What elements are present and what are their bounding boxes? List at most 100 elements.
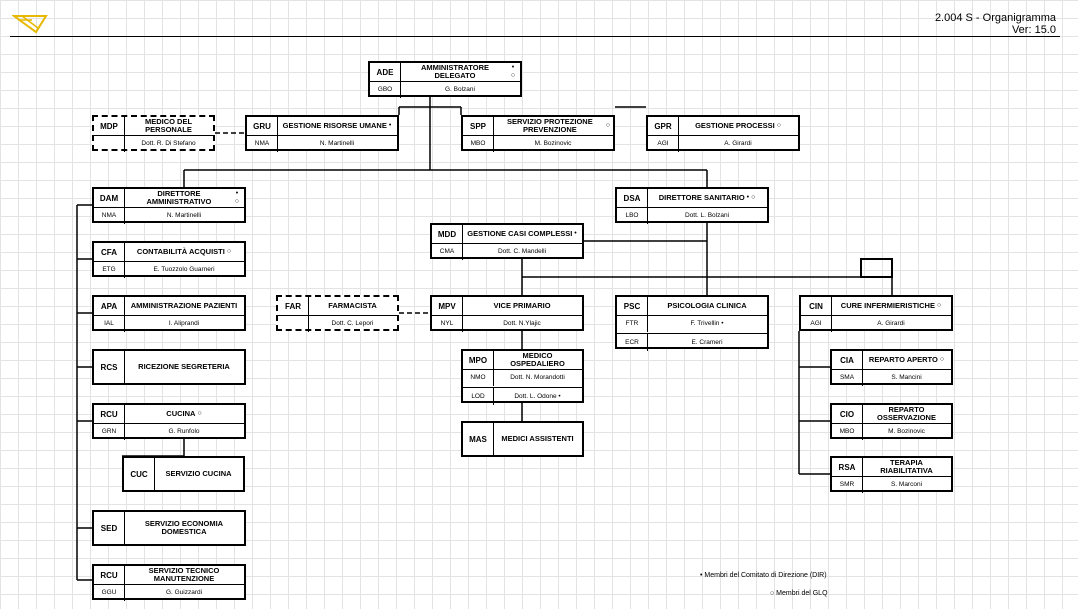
- unit-code: RCU: [94, 566, 125, 585]
- unit-member-row: Dott. C. Lepori: [278, 315, 397, 333]
- unit-title-text: REPARTO OSSERVAZIONE: [877, 405, 936, 422]
- unit-title: MEDICO OSPEDALIERO: [493, 351, 582, 370]
- member-code: [278, 315, 309, 332]
- member-code: SMA: [832, 369, 863, 386]
- unit-title-text: MEDICO OSPEDALIERO: [510, 351, 565, 368]
- member-code: LBO: [617, 207, 648, 224]
- unit-markers: ○: [776, 122, 781, 129]
- member-code: GGU: [94, 584, 125, 601]
- unit-title: TERAPIA RIABILITATIVA: [862, 458, 951, 477]
- unit-title-text: SERVIZIO PROTEZIONE PREVENZIONE: [507, 117, 593, 134]
- member-name: E. Tuozzolo Guarneri: [153, 266, 215, 273]
- unit-code: CIN: [801, 297, 832, 316]
- unit-code: MDP: [94, 117, 125, 136]
- unit-title-text: MEDICI ASSISTENTI: [501, 434, 574, 443]
- unit-markers: ○: [939, 356, 945, 363]
- unit-markers: ○: [226, 248, 232, 255]
- member-name: F. Trivellin •: [690, 320, 724, 327]
- member-name: G. Bolzani: [445, 86, 475, 93]
- unit-member-row: MBO M. Bozinovic: [832, 423, 951, 441]
- unit-code: APA: [94, 297, 125, 316]
- unit-title-text: CONTABILITÀ ACQUISTI: [136, 247, 225, 256]
- member-code: NYL: [432, 315, 463, 332]
- member-code: GRN: [94, 423, 125, 440]
- unit-title: RICEZIONE SEGRETERIA: [124, 351, 244, 383]
- unit-markers: ○: [605, 122, 610, 129]
- unit-code: MPO: [463, 351, 494, 370]
- unit-code: CFA: [94, 243, 125, 262]
- company-logo-icon: [10, 12, 48, 39]
- unit-code: GPR: [648, 117, 679, 136]
- member-name: E. Crameri: [691, 339, 723, 346]
- member-code: NMA: [247, 135, 278, 152]
- unit-title: DIRETTORE AMMINISTRATIVO• ○: [124, 189, 244, 208]
- unit-title: MEDICO DEL PERSONALE: [124, 117, 213, 136]
- unit-code: CUC: [124, 458, 155, 490]
- unit-code: DAM: [94, 189, 125, 208]
- unit-title: CUCINA○: [124, 405, 244, 424]
- member-name: Dott. C. Lepori: [331, 320, 374, 327]
- member-code: ECR: [617, 334, 648, 351]
- unit-title-text: RICEZIONE SEGRETERIA: [138, 362, 230, 371]
- member-name: M. Bozinovic: [534, 140, 572, 147]
- unit-title-text: GESTIONE RISORSE UMANE: [282, 121, 387, 130]
- unit-title: GESTIONE CASI COMPLESSI•: [462, 225, 582, 244]
- member-code: AGI: [648, 135, 679, 152]
- unit-title: CURE INFERMIERISTICHE○: [831, 297, 951, 316]
- unit-title-text: FARMACISTA: [328, 301, 377, 310]
- unit-title: SERVIZIO CUCINA: [154, 458, 243, 490]
- member-name: S. Marconi: [890, 481, 923, 488]
- unit-member-row: IAL I. Aliprandi: [94, 315, 244, 333]
- unit-title: AMMINISTRAZIONE PAZIENTI: [124, 297, 244, 316]
- unit-title-text: GESTIONE CASI COMPLESSI: [467, 229, 573, 238]
- document-title: 2.004 S - Organigramma: [934, 12, 1056, 24]
- member-code: LOD: [463, 388, 494, 405]
- member-code: MBO: [463, 135, 494, 152]
- member-code: NMA: [94, 207, 125, 224]
- unit-title-text: DIRETTORE SANITARIO: [658, 193, 745, 202]
- member-code: IAL: [94, 315, 125, 332]
- member-name: I. Aliprandi: [168, 320, 200, 327]
- member-name: Dott. C. Mandelli: [497, 248, 547, 255]
- unit-member-row: Dott. R. Di Stefano: [94, 135, 213, 153]
- unit-title: AMMINISTRATORE DELEGATO• ○: [400, 63, 520, 82]
- unit-title-text: MEDICO DEL PERSONALE: [144, 117, 193, 134]
- unit-member-row: ECR E. Crameri: [617, 333, 767, 352]
- unit-title: FARMACISTA: [308, 297, 397, 316]
- unit-title-text: SERVIZIO CUCINA: [165, 469, 232, 478]
- unit-code: CIA: [832, 351, 863, 370]
- member-name: M. Bozinovic: [888, 428, 925, 435]
- unit-code: GRU: [247, 117, 278, 136]
- unit-title: GESTIONE PROCESSI○: [678, 117, 798, 136]
- member-code: MBO: [832, 423, 863, 440]
- member-code: SMR: [832, 476, 863, 493]
- document-version: Ver: 15.0: [1011, 24, 1056, 36]
- unit-code: DSA: [617, 189, 648, 208]
- unit-title-text: PSICOLOGIA CLINICA: [667, 301, 747, 310]
